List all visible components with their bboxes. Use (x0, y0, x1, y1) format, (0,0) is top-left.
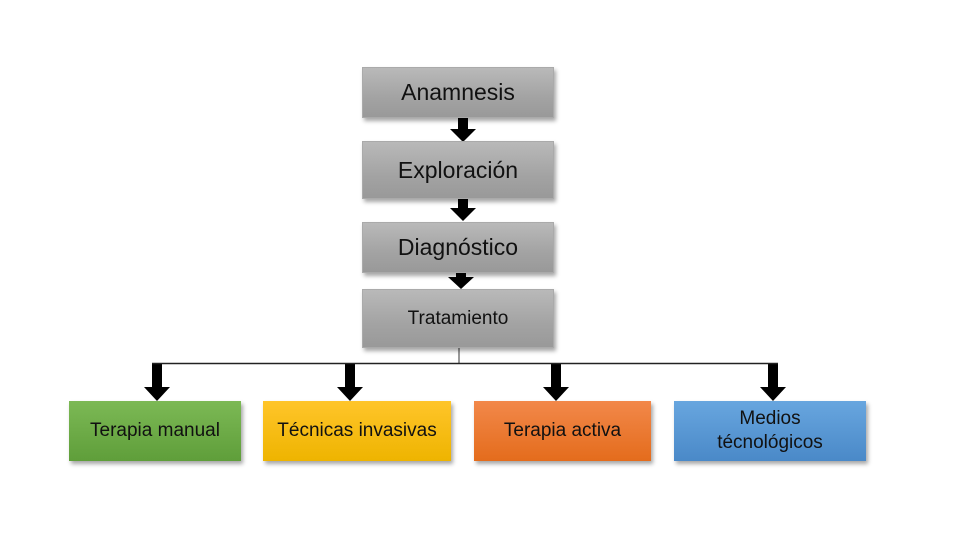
arrow-down-icon (450, 198, 476, 221)
arrow-down-icon (450, 117, 476, 142)
branch-terapia-manual: Terapia manual (69, 401, 241, 461)
step-anamnesis: Anamnesis (362, 67, 554, 118)
arrow-down-icon (144, 364, 170, 401)
branch-label: Medios técnológicos (717, 408, 823, 453)
arrow-down-icon (543, 364, 569, 401)
step-diagnostico: Diagnóstico (362, 222, 554, 273)
arrow-down-icon (448, 272, 474, 289)
branch-label: Terapia manual (90, 420, 220, 442)
arrow-down-icon (337, 364, 363, 401)
branch-tecnicas-invasivas: Técnicas invasivas (263, 401, 451, 461)
step-label: Exploración (397, 156, 519, 183)
step-label: Tratamiento (407, 307, 509, 329)
branch-label: Terapia activa (503, 420, 622, 442)
arrow-down-icon (760, 364, 786, 401)
branch-medios-tecnologicos: Medios técnológicos (674, 401, 866, 461)
branch-label: Técnicas invasivas (277, 420, 437, 442)
step-exploracion: Exploración (362, 141, 554, 199)
step-label: Diagnóstico (397, 234, 519, 261)
step-tratamiento: Tratamiento (362, 289, 554, 348)
step-label: Anamnesis (401, 79, 515, 106)
branch-terapia-activa: Terapia activa (474, 401, 651, 461)
